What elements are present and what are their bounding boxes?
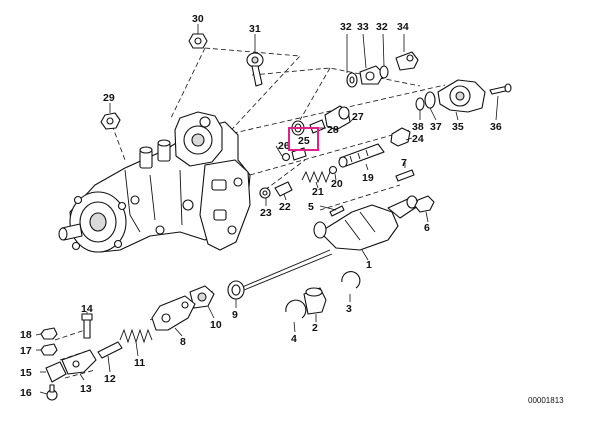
callout-14: 14 <box>81 303 93 315</box>
part-34-valve <box>395 51 419 71</box>
callout-15: 15 <box>20 367 32 379</box>
callout-7: 7 <box>401 157 407 169</box>
part-15-clip <box>45 361 67 383</box>
callout-36: 36 <box>490 121 502 133</box>
part-7-screw <box>395 169 415 182</box>
callout-34: 34 <box>397 21 409 33</box>
part-35-solenoid-housing <box>437 79 486 113</box>
callout-17: 17 <box>20 345 32 357</box>
callout-30: 30 <box>192 13 204 25</box>
callout-16: 16 <box>20 387 32 399</box>
highlight-box-callout-25 <box>288 127 319 151</box>
linkage-rod <box>239 249 333 291</box>
callout-18: 18 <box>20 329 32 341</box>
part-33-banjo-bolt <box>359 65 385 85</box>
part-2-bushing <box>303 287 327 315</box>
part-19-plunger-rod <box>338 143 385 168</box>
part-1-lever-assembly <box>313 195 419 251</box>
part-32-washer <box>346 72 358 88</box>
callout-24: 24 <box>412 133 424 145</box>
callout-1: 1 <box>366 259 372 271</box>
part-14-bolt <box>81 313 93 339</box>
callout-35: 35 <box>452 121 464 133</box>
part-4-circlip <box>285 299 307 319</box>
part-3-clip <box>341 271 361 289</box>
callout-20: 20 <box>331 178 343 190</box>
part-11-spring <box>119 328 153 344</box>
callout-19: 19 <box>362 172 374 184</box>
part-17-nut <box>40 343 58 356</box>
part-12-rod <box>97 341 123 359</box>
part-38-washer <box>415 97 425 111</box>
document-number: 00001813 <box>528 396 564 405</box>
callout-12: 12 <box>104 373 116 385</box>
part-20-washer <box>328 165 338 175</box>
callout-numbers: 30 31 29 32 33 32 34 35 36 37 38 27 28 2… <box>20 13 502 399</box>
part-37-o-ring <box>424 91 436 109</box>
callout-10: 10 <box>210 319 222 331</box>
part-9-washer <box>227 280 245 300</box>
callout-11: 11 <box>134 357 145 369</box>
part-29-nut <box>100 112 121 130</box>
callout-5: 5 <box>308 201 314 213</box>
part-36-bolt <box>489 83 512 95</box>
callout-13: 13 <box>80 383 92 395</box>
part-24-nut <box>390 127 411 147</box>
part-5-pin <box>329 205 345 217</box>
leader-lines <box>35 24 499 395</box>
part-23-nut <box>259 187 271 199</box>
callout-21: 21 <box>312 186 324 198</box>
callout-22: 22 <box>279 201 291 213</box>
callout-37: 37 <box>430 121 442 133</box>
callout-8: 8 <box>180 336 186 348</box>
callout-33: 33 <box>357 21 369 33</box>
part-13-bracket <box>61 349 97 375</box>
callout-29: 29 <box>103 92 115 104</box>
part-18-nut <box>40 327 58 340</box>
callout-32-second: 32 <box>376 21 388 33</box>
callout-2: 2 <box>312 322 318 334</box>
callout-25: 25 <box>298 135 310 147</box>
callout-31: 31 <box>249 23 261 35</box>
callout-32: 32 <box>340 21 352 33</box>
part-21-spring <box>301 170 331 184</box>
callout-6: 6 <box>424 222 430 234</box>
injection-pump-housing <box>58 111 251 253</box>
callout-23: 23 <box>260 207 272 219</box>
part-16-bolt <box>46 384 58 401</box>
callout-28: 28 <box>327 124 339 136</box>
callout-4: 4 <box>291 333 297 345</box>
part-31-banjo-fitting <box>246 52 264 87</box>
callout-3: 3 <box>346 303 352 315</box>
part-22-bushing <box>274 181 293 197</box>
callout-38: 38 <box>412 121 424 133</box>
part-30-nut <box>188 33 208 49</box>
callout-9: 9 <box>232 309 238 321</box>
part-32-washer-2 <box>379 65 389 79</box>
callout-27: 27 <box>352 111 364 123</box>
part-8-lever <box>151 295 196 331</box>
part-6-nut <box>414 195 435 213</box>
callout-26: 26 <box>278 140 290 152</box>
